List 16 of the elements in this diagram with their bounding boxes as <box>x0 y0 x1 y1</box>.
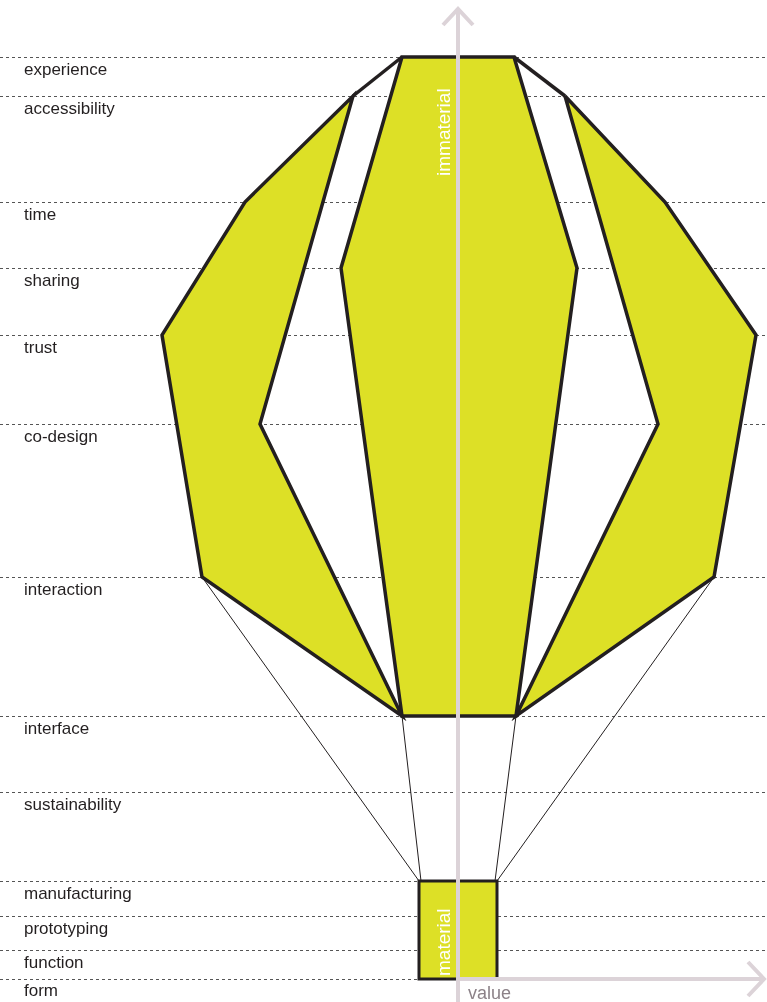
level-label: manufacturing <box>24 884 132 904</box>
level-label: experience <box>24 60 108 80</box>
level-label: trust <box>24 338 58 358</box>
level-label: form <box>24 981 58 1001</box>
level-label: sustainability <box>24 795 122 815</box>
level-label: co-design <box>24 427 98 447</box>
axis-label: value <box>468 983 512 1002</box>
level-label: interaction <box>24 580 103 600</box>
level-label: interface <box>24 719 90 739</box>
level-label: time <box>24 205 57 225</box>
level-label: sharing <box>24 271 80 291</box>
level-label: prototyping <box>24 919 109 939</box>
level-label: accessibility <box>24 99 115 119</box>
axis-label: immaterial <box>434 88 454 176</box>
axis-label: material <box>434 908 454 976</box>
level-label: function <box>24 953 84 973</box>
